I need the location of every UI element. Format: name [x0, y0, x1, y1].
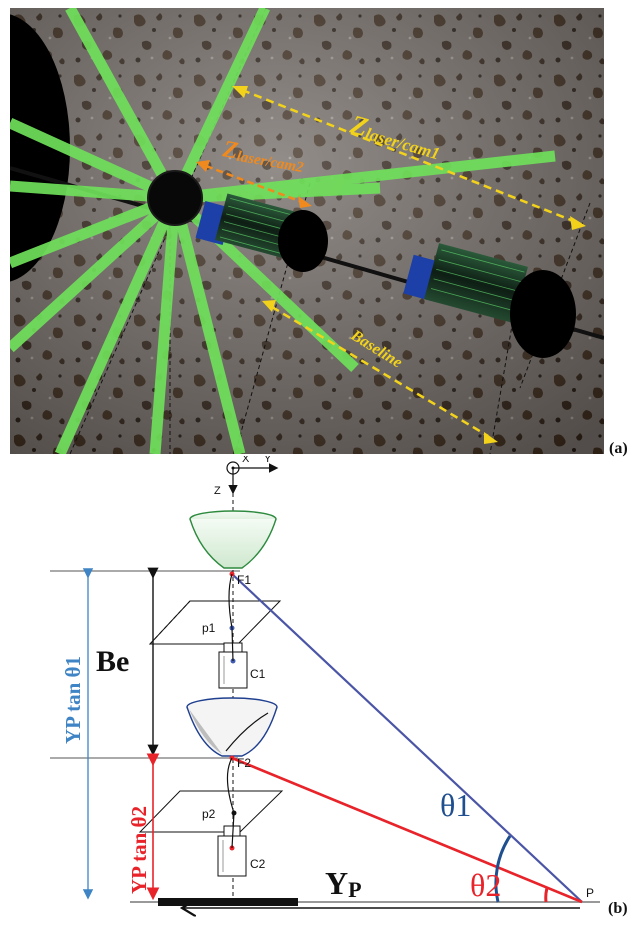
yp-tan-theta2-label: YP tan θ2 — [127, 806, 151, 894]
rendered-scene-panel: Zlaser/cam1 Zlaser/cam2 Baseline — [10, 8, 604, 454]
f1-label: F1 — [237, 573, 251, 587]
theta1-arc — [494, 835, 512, 903]
geometry-diagram: X Y Z — [50, 453, 600, 922]
z-laser-cam2-arrow — [205, 164, 303, 204]
mirror-1 — [189, 510, 277, 569]
camera-module-far — [403, 243, 576, 358]
scene-illustration: Zlaser/cam1 Zlaser/cam2 Baseline — [10, 8, 604, 454]
tunnel-opening — [10, 14, 70, 282]
ground-bar — [158, 898, 298, 906]
ray-f1-to-p — [231, 573, 583, 903]
coordinate-axes — [226, 461, 279, 495]
axis-z-label: Z — [214, 485, 221, 497]
p2-label: p2 — [202, 807, 216, 821]
ray-f2-to-p — [231, 756, 583, 904]
theta2-arc — [544, 887, 549, 903]
f2-label: F2 — [237, 756, 251, 770]
theta2-label: θ2 — [470, 867, 501, 903]
panel-b-label: (b) — [608, 900, 628, 917]
camera-module-near — [195, 193, 328, 272]
geometry-diagram-panel: X Y Z — [0, 453, 635, 922]
mirror-2 — [186, 697, 278, 757]
z-laser-cam1-arrow — [241, 88, 577, 224]
theta1-label: θ1 — [440, 787, 471, 823]
axis-y-label: Y — [264, 456, 272, 465]
panel-a-label: (a) — [609, 440, 628, 457]
yp-label: YP — [325, 865, 362, 902]
p1-label: p1 — [202, 621, 216, 635]
baseline-arrow — [271, 305, 489, 438]
yp-tan-theta1-label: YP tan θ1 — [61, 656, 85, 744]
image-plane-1 — [148, 600, 282, 645]
laser-rays — [10, 8, 556, 454]
laser-hub — [147, 170, 203, 226]
camera-2 — [217, 825, 247, 877]
axis-x-label: X — [242, 456, 250, 465]
image-plane-2 — [138, 790, 284, 833]
c1-label: C1 — [250, 667, 266, 681]
c2-label: C2 — [250, 857, 266, 871]
be-label: Be — [96, 645, 129, 678]
point-p-label: P — [586, 886, 594, 900]
